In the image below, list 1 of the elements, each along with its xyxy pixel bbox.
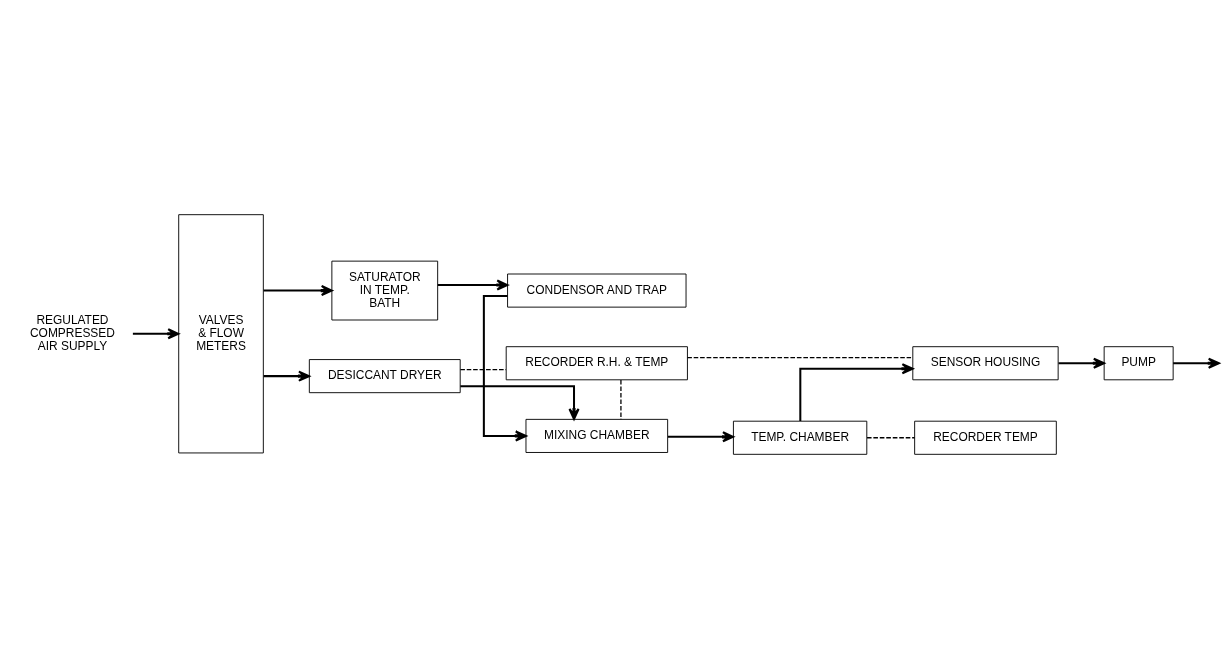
node-text: REGULATED COMPRESSED AIR SUPPLY <box>30 312 115 353</box>
